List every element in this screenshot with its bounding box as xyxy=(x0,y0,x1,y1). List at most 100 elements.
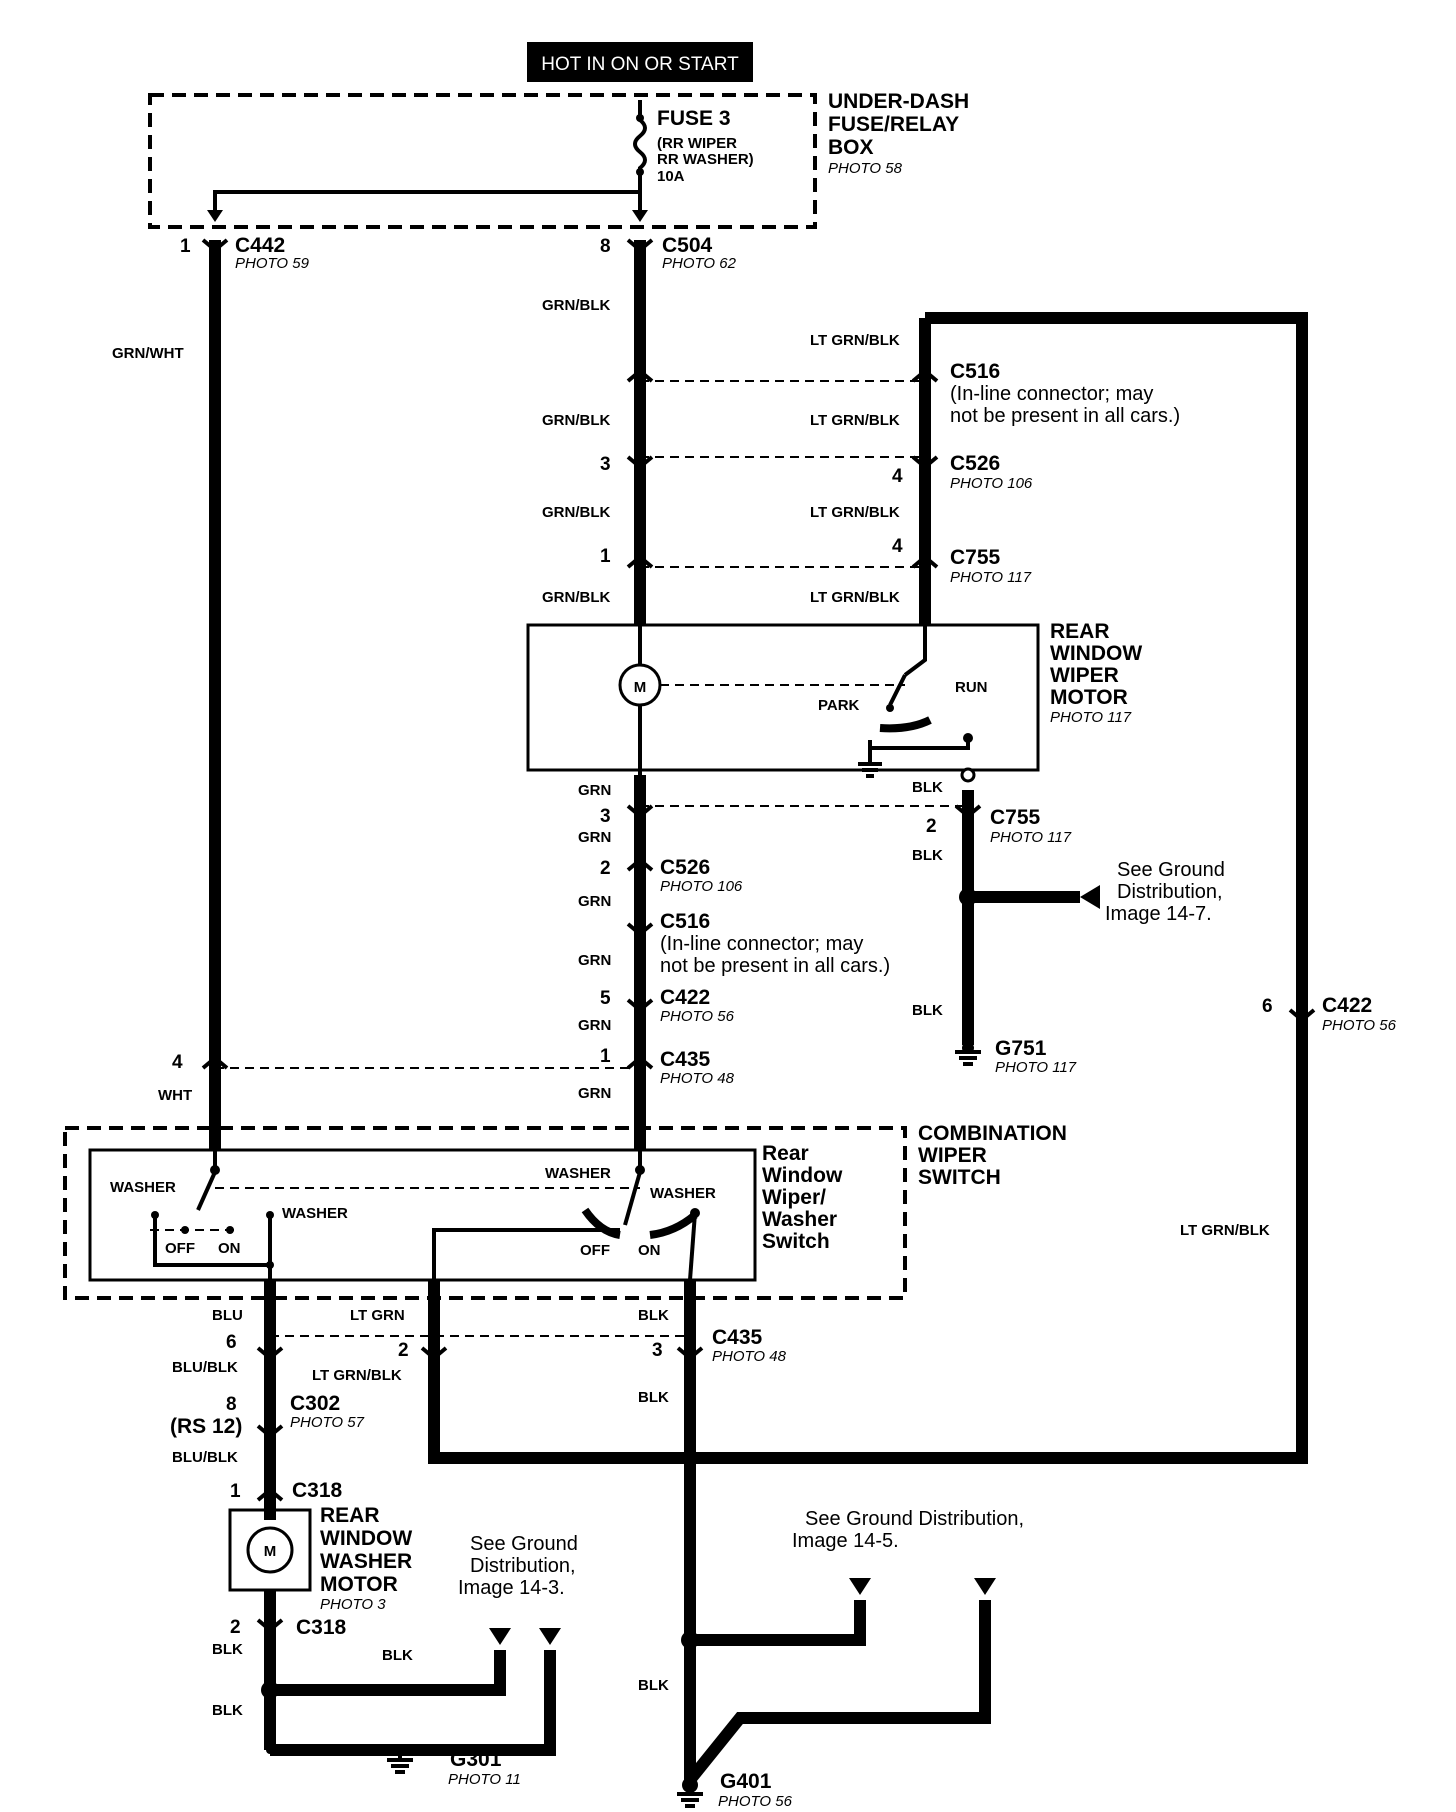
c755-mid-photo: PHOTO 117 xyxy=(990,829,1072,846)
c526-mid-photo: PHOTO 106 xyxy=(660,878,743,895)
wire-label: BLU/BLK xyxy=(172,1449,238,1466)
fuse-relay-box: UNDER-DASH FUSE/RELAY BOX PHOTO 58 FUSE … xyxy=(148,90,969,229)
wire-label: LT GRN/BLK xyxy=(1180,1222,1270,1239)
combination-wiper-switch: COMBINATION WIPER SWITCH Rear Window Wip… xyxy=(63,1122,1067,1300)
c516-mid-label: C516 xyxy=(660,910,710,933)
c526-top-pin-left: 3 xyxy=(600,454,611,475)
note-14-7-1: See Ground xyxy=(1117,859,1225,881)
c435-top-pin-left: 4 xyxy=(172,1052,183,1073)
g401-label: G401 xyxy=(720,1770,772,1793)
wire-label: LT GRN/BLK xyxy=(810,412,900,429)
c302-label: C302 xyxy=(290,1392,340,1415)
wire-label: BLK xyxy=(912,779,943,796)
wire-label: BLK xyxy=(638,1307,669,1324)
rear-washer-motor: M REAR WINDOW WASHER MOTOR PHOTO 3 xyxy=(228,1504,412,1613)
on-label-right: ON xyxy=(638,1242,661,1259)
c516-top-label: C516 xyxy=(950,360,1000,383)
c422-mid-pin: 5 xyxy=(600,988,611,1009)
wire-label: LT GRN/BLK xyxy=(810,332,900,349)
washer-label-left: WASHER xyxy=(110,1179,176,1196)
wire-label: GRN/BLK xyxy=(542,504,610,521)
c435-bot-pin-left: 6 xyxy=(226,1332,237,1353)
c504-label: C504 xyxy=(662,234,713,257)
wire-color-labels: GRN/WHT GRN/BLK GRN/BLK GRN/BLK GRN/BLK … xyxy=(112,297,1270,1719)
wire-label: BLK xyxy=(212,1641,243,1658)
wire-label: LT GRN xyxy=(350,1307,405,1324)
grounds: G751 PHOTO 117 G301 PHOTO 11 G401 PHOTO … xyxy=(266,1037,1077,1810)
c516-top-note-2: not be present in all cars.) xyxy=(950,405,1180,427)
wire-label: GRN xyxy=(578,893,611,910)
c435-bot-pin-right: 3 xyxy=(652,1340,663,1361)
fuse-box-label-3: BOX xyxy=(828,136,874,159)
wire-label: GRN/BLK xyxy=(542,589,610,606)
c526-top-label: C526 xyxy=(950,452,1000,475)
note-14-3-2: Distribution, xyxy=(470,1555,576,1577)
c435-top-label: C435 xyxy=(660,1048,711,1071)
washer-motor-name-4: MOTOR xyxy=(320,1573,398,1596)
wiper-motor-name-4: MOTOR xyxy=(1050,686,1128,709)
fuse-box-label-2: FUSE/RELAY xyxy=(828,113,959,136)
c302-photo: PHOTO 57 xyxy=(290,1414,365,1431)
c755-top-label: C755 xyxy=(950,546,1001,569)
on-label-left: ON xyxy=(218,1240,241,1257)
washer-motor-name-2: WINDOW xyxy=(320,1527,412,1550)
c435-bot-pin-mid: 2 xyxy=(398,1340,409,1361)
washer-label-right-on: WASHER xyxy=(650,1185,716,1202)
c422-mid-photo: PHOTO 56 xyxy=(660,1008,735,1025)
c302-alt: (RS 12) xyxy=(170,1415,242,1438)
c422-right-pin: 6 xyxy=(1262,996,1273,1017)
c516-top-note-1: (In-line connector; may xyxy=(950,383,1153,405)
c422-right-label: C422 xyxy=(1322,994,1372,1017)
c302-pin: 8 xyxy=(226,1394,237,1415)
wire-label: GRN xyxy=(578,1017,611,1034)
fuse-name: FUSE 3 xyxy=(657,107,731,130)
c422-right-photo: PHOTO 56 xyxy=(1322,1017,1397,1034)
c442-pin: 1 xyxy=(180,236,191,257)
washer-label-left-on: WASHER xyxy=(282,1205,348,1222)
c755-top-pin-left: 1 xyxy=(600,546,611,567)
c318-bot-pin: 2 xyxy=(230,1617,241,1638)
c422-mid-label: C422 xyxy=(660,986,710,1009)
washer-motor-name-1: REAR xyxy=(320,1504,380,1527)
note-14-3-1: See Ground xyxy=(470,1533,578,1555)
wire-label: GRN xyxy=(578,829,611,846)
wiper-motor-name-2: WINDOW xyxy=(1050,642,1142,665)
wire-label: BLU/BLK xyxy=(172,1359,238,1376)
wire-label: BLU xyxy=(212,1307,243,1324)
note-14-7-2: Distribution, xyxy=(1117,881,1223,903)
c318-bot-label: C318 xyxy=(296,1616,347,1639)
combo-switch-name-3: SWITCH xyxy=(918,1166,1001,1189)
c526-top-pin-right: 4 xyxy=(892,466,903,487)
g301-label: G301 xyxy=(450,1748,502,1771)
ground-icon xyxy=(387,1750,413,1774)
c504-pin: 8 xyxy=(600,236,611,257)
c755-mid-pin-right: 2 xyxy=(926,816,937,837)
rear-switch-name-1: Rear xyxy=(762,1142,809,1165)
g401-photo: PHOTO 56 xyxy=(718,1793,793,1810)
g751-photo: PHOTO 117 xyxy=(995,1059,1077,1076)
c318-top-pin: 1 xyxy=(230,1481,241,1502)
rear-switch-name-3: Wiper/ xyxy=(762,1186,826,1209)
rear-switch-name-5: Switch xyxy=(762,1230,830,1253)
ground-icon xyxy=(858,762,882,778)
note-14-7-3: Image 14-7. xyxy=(1105,903,1212,925)
combo-switch-name-2: WIPER xyxy=(918,1144,987,1167)
fuse-desc-1: (RR WIPER xyxy=(657,135,737,152)
power-header-label: HOT IN ON OR START xyxy=(541,54,739,75)
c435-top-pin-right: 1 xyxy=(600,1046,611,1067)
connector-markers xyxy=(201,238,1316,1633)
wire-label: GRN/BLK xyxy=(542,297,610,314)
combo-switch-name-1: COMBINATION xyxy=(918,1122,1067,1145)
connector-tie-lines xyxy=(215,380,968,1337)
washer-motor-name-3: WASHER xyxy=(320,1550,412,1573)
c526-mid-label: C526 xyxy=(660,856,710,879)
c755-mid-label: C755 xyxy=(990,806,1041,829)
fuse-box-photo: PHOTO 58 xyxy=(828,160,903,177)
wire-label: LT GRN/BLK xyxy=(810,504,900,521)
connector-labels: 1 C442 PHOTO 59 8 C504 PHOTO 62 C516 (In… xyxy=(170,234,1397,1639)
wire-label: BLK xyxy=(382,1647,413,1664)
fuse-box-label-1: UNDER-DASH xyxy=(828,90,969,113)
rear-switch-name-4: Washer xyxy=(762,1208,837,1231)
ground-notes: See Ground Distribution, Image 14-7. See… xyxy=(458,859,1225,1599)
